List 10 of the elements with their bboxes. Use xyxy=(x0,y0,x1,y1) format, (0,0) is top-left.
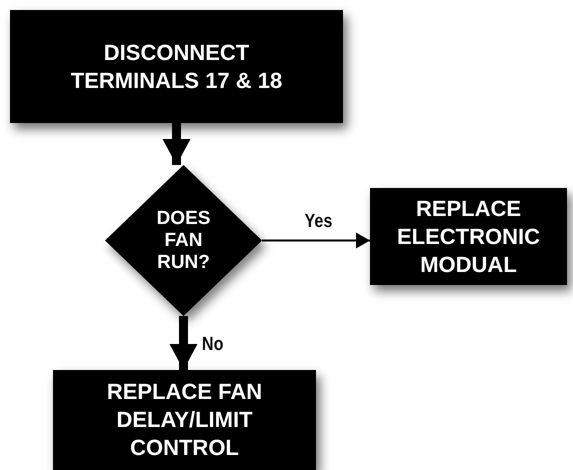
arrow xyxy=(162,123,190,165)
process-box xyxy=(10,10,343,123)
process-box xyxy=(370,188,567,285)
process-box xyxy=(53,370,316,470)
node-text: DISCONNECT TERMINALS 17 & 18 xyxy=(70,38,284,94)
node-text: REPLACE FAN DELAY/LIMIT CONTROL xyxy=(106,378,264,462)
node-text: REPLACE ELECTRONIC MODUAL xyxy=(396,194,541,278)
arrow xyxy=(262,232,370,248)
arrow xyxy=(170,316,198,370)
node-text: DOES FAN RUN? xyxy=(156,208,212,274)
